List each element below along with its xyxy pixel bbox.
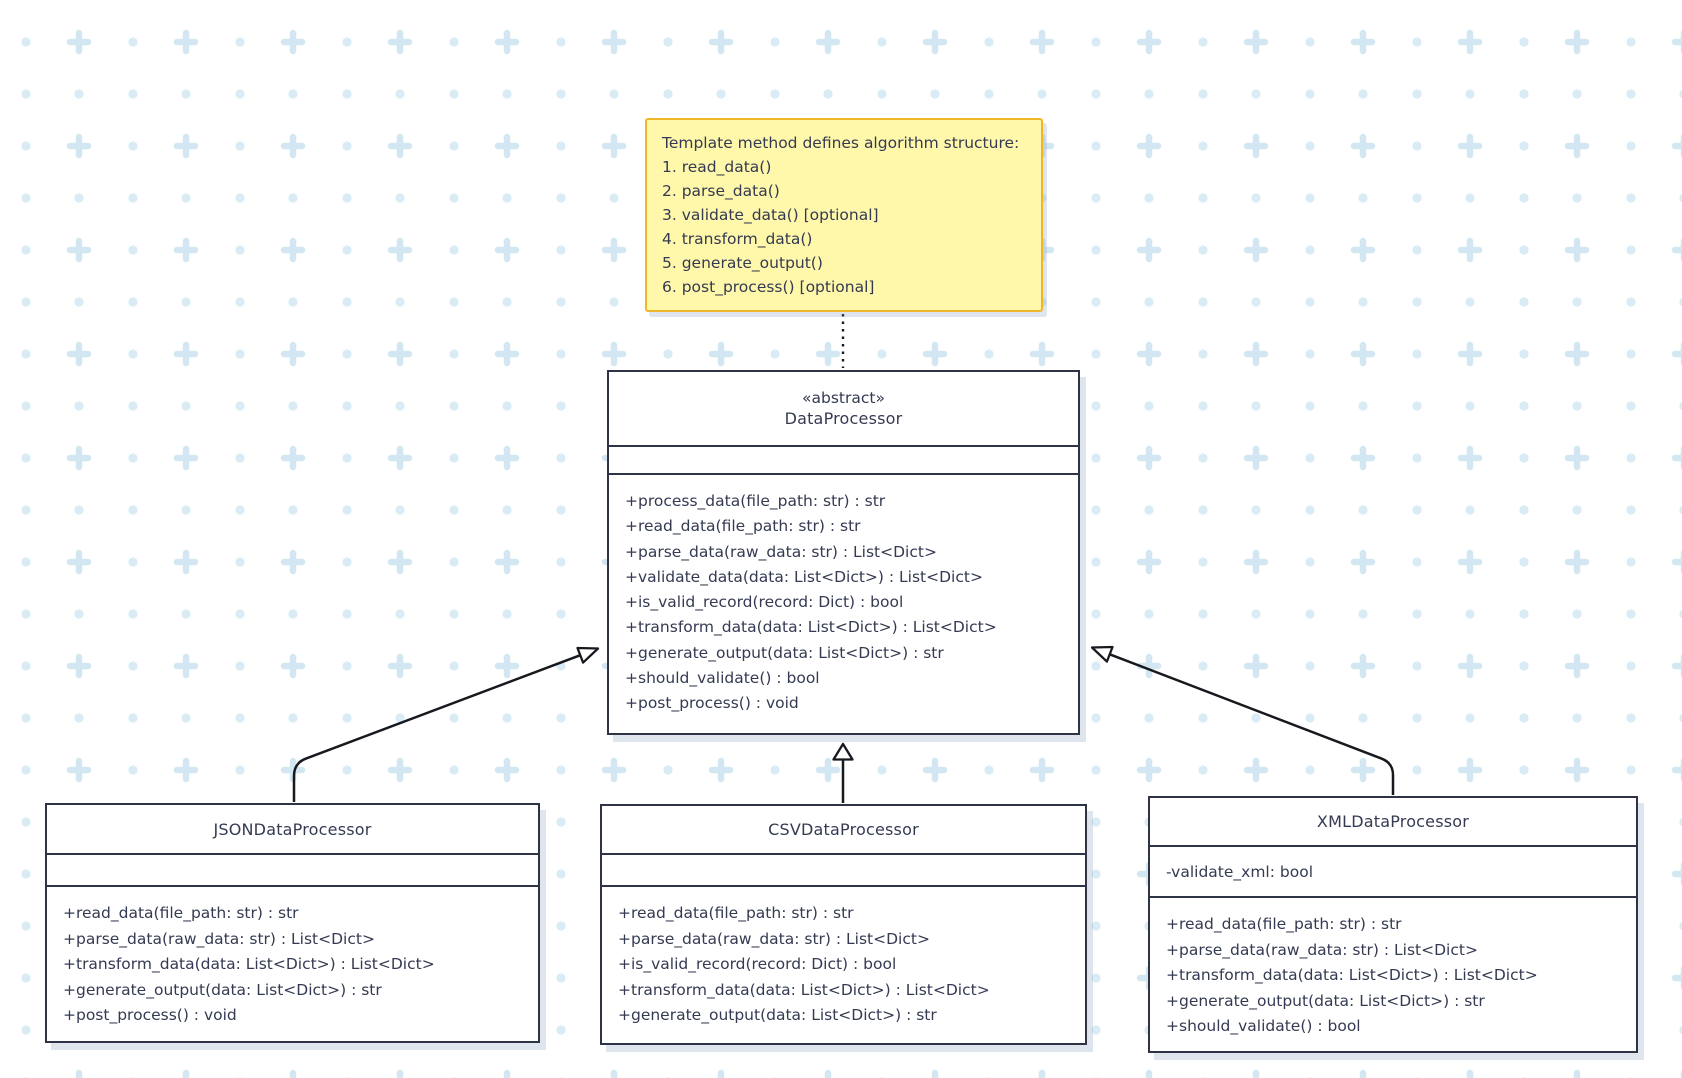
class-methods: +read_data(file_path: str) : str +parse_d… [1150,898,1636,1051]
class-header: XMLDataProcessor [1150,798,1636,847]
method-line: +parse_data(raw_data: str) : List<Dict> [625,542,937,561]
method-line: +post_process() : void [63,1006,237,1024]
note-step: 3. validate_data() [optional] [662,206,879,224]
class-stereotype: «abstract» [802,389,885,407]
method-line: +is_valid_record(record: Dict) : bool [625,593,904,612]
class-attributes [602,855,1085,887]
class-methods: +read_data(file_path: str) : str +parse_d… [602,887,1085,1043]
inheritance-arrow-xml[interactable] [1090,645,1395,795]
class-box-jsondataprocessor[interactable]: JSONDataProcessor +read_data(file_path: … [45,803,540,1043]
class-attributes: -validate_xml: bool [1150,847,1636,898]
class-header: «abstract» DataProcessor [609,372,1078,447]
class-name: DataProcessor [784,409,903,428]
method-line: +generate_output(data: List<Dict>) : str [63,980,382,999]
class-methods: +read_data(file_path: str) : str +parse_d… [47,887,538,1041]
note-step: 4. transform_data() [662,230,813,248]
class-attributes [609,447,1078,475]
template-method-note[interactable]: Template method defines algorithm struct… [645,118,1043,312]
class-box-csvdataprocessor[interactable]: CSVDataProcessor +read_data(file_path: s… [600,804,1087,1045]
method-line: +is_valid_record(record: Dict) : bool [618,955,897,973]
method-line: +should_validate() : bool [1166,1017,1361,1035]
attribute-line: -validate_xml: bool [1166,863,1314,881]
method-line: +generate_output(data: List<Dict>) : str [625,643,944,662]
method-line: +validate_data(data: List<Dict>) : List<… [625,567,983,586]
method-line: +post_process() : void [625,694,799,713]
class-box-xmldataprocessor[interactable]: XMLDataProcessor -validate_xml: bool +re… [1148,796,1638,1053]
class-box-dataprocessor[interactable]: «abstract» DataProcessor +process_data(f… [607,370,1080,735]
method-line: +parse_data(raw_data: str) : List<Dict> [63,929,375,948]
method-line: +transform_data(data: List<Dict>) : List… [1166,966,1538,984]
class-header: CSVDataProcessor [602,806,1085,855]
method-line: +transform_data(data: List<Dict>) : List… [625,618,997,637]
class-header: JSONDataProcessor [47,805,538,855]
method-line: +generate_output(data: List<Dict>) : str [1166,991,1485,1010]
method-line: +read_data(file_path: str) : str [618,904,854,922]
method-line: +parse_data(raw_data: str) : List<Dict> [618,929,930,948]
method-line: +process_data(file_path: str) : str [625,492,886,510]
class-name: JSONDataProcessor [213,819,372,839]
note-steps: 1. read_data() 2. parse_data() 3. validate… [662,155,1026,299]
class-attributes [47,855,538,887]
method-line: +generate_output(data: List<Dict>) : str [618,1006,937,1024]
method-line: +read_data(file_path: str) : str [63,904,299,922]
note-step: 6. post_process() [optional] [662,278,875,296]
note-step: 5. generate_output() [662,254,823,272]
method-line: +transform_data(data: List<Dict>) : List… [618,980,990,999]
class-name: XMLDataProcessor [1316,812,1470,831]
method-line: +transform_data(data: List<Dict>) : List… [63,955,435,973]
method-line: +parse_data(raw_data: str) : List<Dict> [1166,940,1478,959]
inheritance-arrow-csv[interactable] [832,742,854,803]
note-step: 2. parse_data() [662,182,780,200]
class-methods: +process_data(file_path: str) : str +read… [609,475,1078,733]
method-line: +should_validate() : bool [625,669,820,688]
note-title: Template method defines algorithm struct… [662,134,1020,152]
method-line: +read_data(file_path: str) : str [1166,915,1402,933]
method-line: +read_data(file_path: str) : str [625,517,861,536]
inheritance-arrow-json[interactable] [292,646,600,802]
note-step: 1. read_data() [662,158,772,176]
class-name: CSVDataProcessor [768,820,919,839]
